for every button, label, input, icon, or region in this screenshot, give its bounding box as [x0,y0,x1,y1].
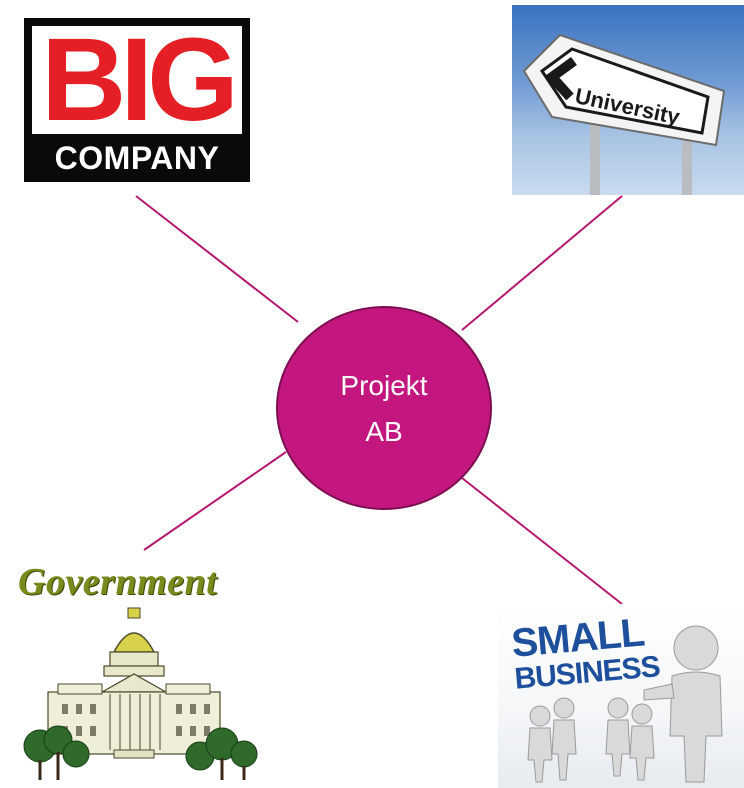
big-word-panel: BIG [32,18,242,142]
big-company-subtitle: COMPANY [54,140,220,176]
connector-big-company [135,195,299,323]
small-business-image: SMALL BUSINESS [498,604,744,788]
university-sign-graphic [522,33,726,195]
big-company-title: BIG [41,14,239,146]
center-node: Projekt AB [276,306,492,510]
connector-small-business [461,477,623,605]
university-image: University [512,5,744,195]
connector-university [461,195,623,331]
capitol-building-graphic [23,607,258,780]
center-node-line1: Projekt [340,370,428,401]
government-image: Government [18,560,282,782]
center-node-line2: AB [365,416,403,447]
connector-government [143,451,287,551]
government-title: Government [18,561,218,603]
big-company-logo: BIG COMPANY [24,18,250,182]
people-figures-graphic [527,625,723,783]
